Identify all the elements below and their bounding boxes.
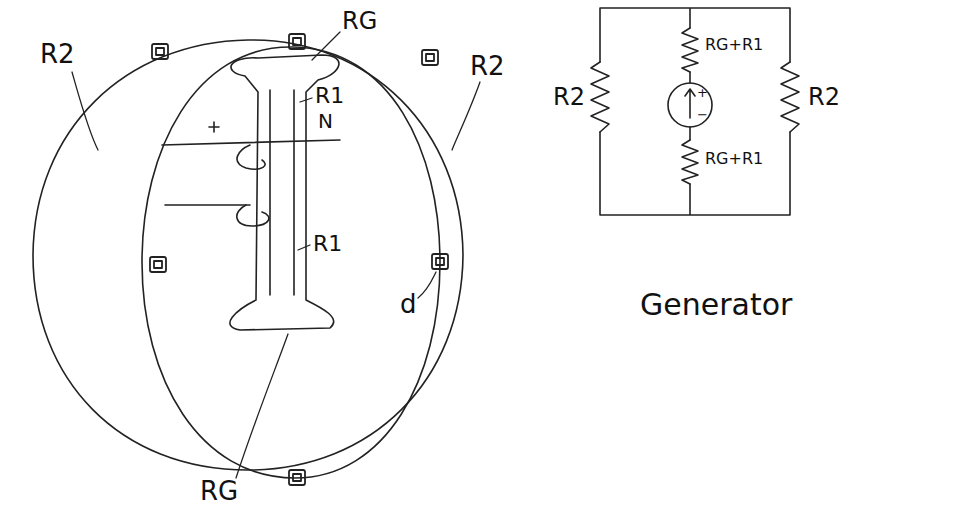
source-symbol bbox=[668, 83, 712, 127]
rotor-core-lines bbox=[270, 90, 294, 295]
stator-inner-ring bbox=[142, 47, 440, 478]
polarity-mark: − bbox=[697, 108, 708, 122]
part-label: d bbox=[400, 290, 417, 319]
part-label: R1 bbox=[315, 84, 344, 108]
part-label: R2 bbox=[40, 40, 75, 69]
circuit-label: RG+R1 bbox=[705, 150, 763, 168]
part-label: R1 bbox=[313, 232, 342, 256]
part-label: RG bbox=[200, 477, 238, 506]
source-arrow bbox=[685, 89, 695, 118]
resistor-symbol bbox=[682, 140, 698, 184]
stator-outer-ring bbox=[33, 40, 463, 470]
circuit-label: RG+R1 bbox=[705, 36, 763, 54]
resistor-symbol bbox=[781, 62, 799, 132]
part-label: RG bbox=[342, 8, 377, 34]
equivalent-circuit bbox=[591, 8, 799, 215]
part-label: R2 bbox=[470, 52, 505, 81]
resistor-symbol bbox=[591, 62, 609, 132]
circuit-label: R2 bbox=[553, 84, 585, 110]
slot-conductors bbox=[150, 34, 448, 485]
resistor-symbol bbox=[682, 28, 698, 72]
figure-caption: Generator bbox=[640, 288, 792, 321]
circuit-label: R2 bbox=[808, 84, 840, 110]
field-winding bbox=[162, 122, 340, 226]
leader-lines bbox=[72, 32, 480, 478]
circuit-wires bbox=[600, 8, 790, 215]
polarity-mark: + bbox=[697, 86, 708, 100]
part-label: N bbox=[318, 110, 333, 132]
